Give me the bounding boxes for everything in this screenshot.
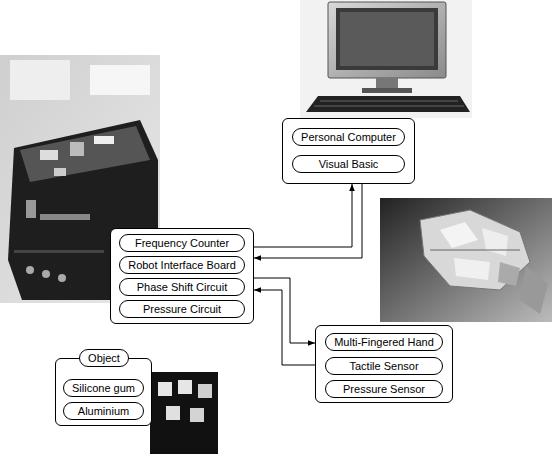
signal-arrow — [254, 278, 315, 343]
component-label: Pressure Circuit — [143, 303, 221, 316]
component-pill: Pressure Circuit — [119, 300, 245, 318]
component-label: Object — [88, 352, 120, 365]
component-pill: Visual Basic — [292, 155, 405, 173]
group-box: ObjectSilicone gumAluminium — [55, 358, 152, 426]
signal-arrow — [254, 184, 352, 247]
component-label: Pressure Sensor — [343, 383, 425, 396]
component-pill: Pressure Sensor — [325, 380, 443, 398]
group-box: Multi-Fingered HandTactile SensorPressur… — [315, 325, 453, 403]
component-pill: Personal Computer — [292, 128, 405, 146]
component-label: Personal Computer — [301, 131, 396, 144]
component-label: Tactile Sensor — [349, 360, 418, 373]
group-box: Personal ComputerVisual Basic — [282, 118, 415, 184]
component-label: Aluminium — [78, 405, 129, 418]
signal-arrow — [254, 290, 315, 365]
component-label: Multi-Fingered Hand — [334, 336, 434, 349]
component-pill: Frequency Counter — [119, 234, 245, 252]
component-label: Frequency Counter — [135, 237, 229, 250]
component-pill: Aluminium — [63, 402, 144, 420]
component-pill: Multi-Fingered Hand — [325, 333, 443, 351]
component-label: Silicone gum — [72, 382, 135, 395]
component-pill: Silicone gum — [63, 379, 144, 397]
robot-hand-photo — [380, 198, 552, 322]
component-pill: Tactile Sensor — [325, 357, 443, 375]
component-pill: Robot Interface Board — [119, 256, 245, 274]
component-label: Phase Shift Circuit — [137, 281, 227, 294]
component-label: Visual Basic — [319, 158, 379, 171]
group-box: Frequency CounterRobot Interface BoardPh… — [110, 228, 254, 324]
component-pill: Phase Shift Circuit — [119, 278, 245, 296]
component-label: Robot Interface Board — [128, 259, 236, 272]
signal-arrow — [254, 184, 362, 258]
object-cubes-photo — [150, 372, 218, 454]
computer-photo — [300, 0, 472, 118]
component-pill: Object — [79, 349, 129, 367]
